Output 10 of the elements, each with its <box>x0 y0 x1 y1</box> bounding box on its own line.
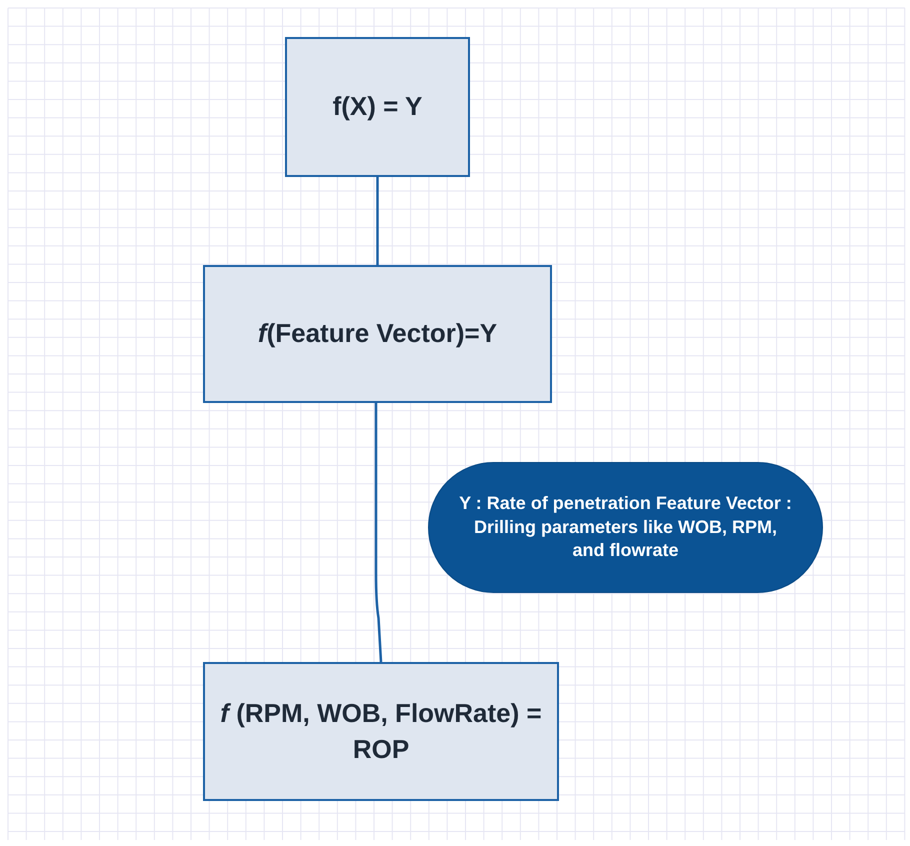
connector-line <box>374 403 382 662</box>
process-box <box>203 662 559 801</box>
formula-text: f (RPM, WOB, FlowRate) = ROP <box>219 697 543 766</box>
formula-text: f(X) = Y <box>332 90 422 124</box>
note-text: Y : Rate of penetration Feature Vector : Drilling parameters like WOB, RPM, and flowrate <box>458 492 793 562</box>
formula-text: f(Feature Vector)=Y <box>258 317 498 350</box>
connector-line <box>376 177 379 265</box>
process-box <box>203 265 552 403</box>
process-box <box>285 37 470 177</box>
note-pill <box>428 462 823 593</box>
